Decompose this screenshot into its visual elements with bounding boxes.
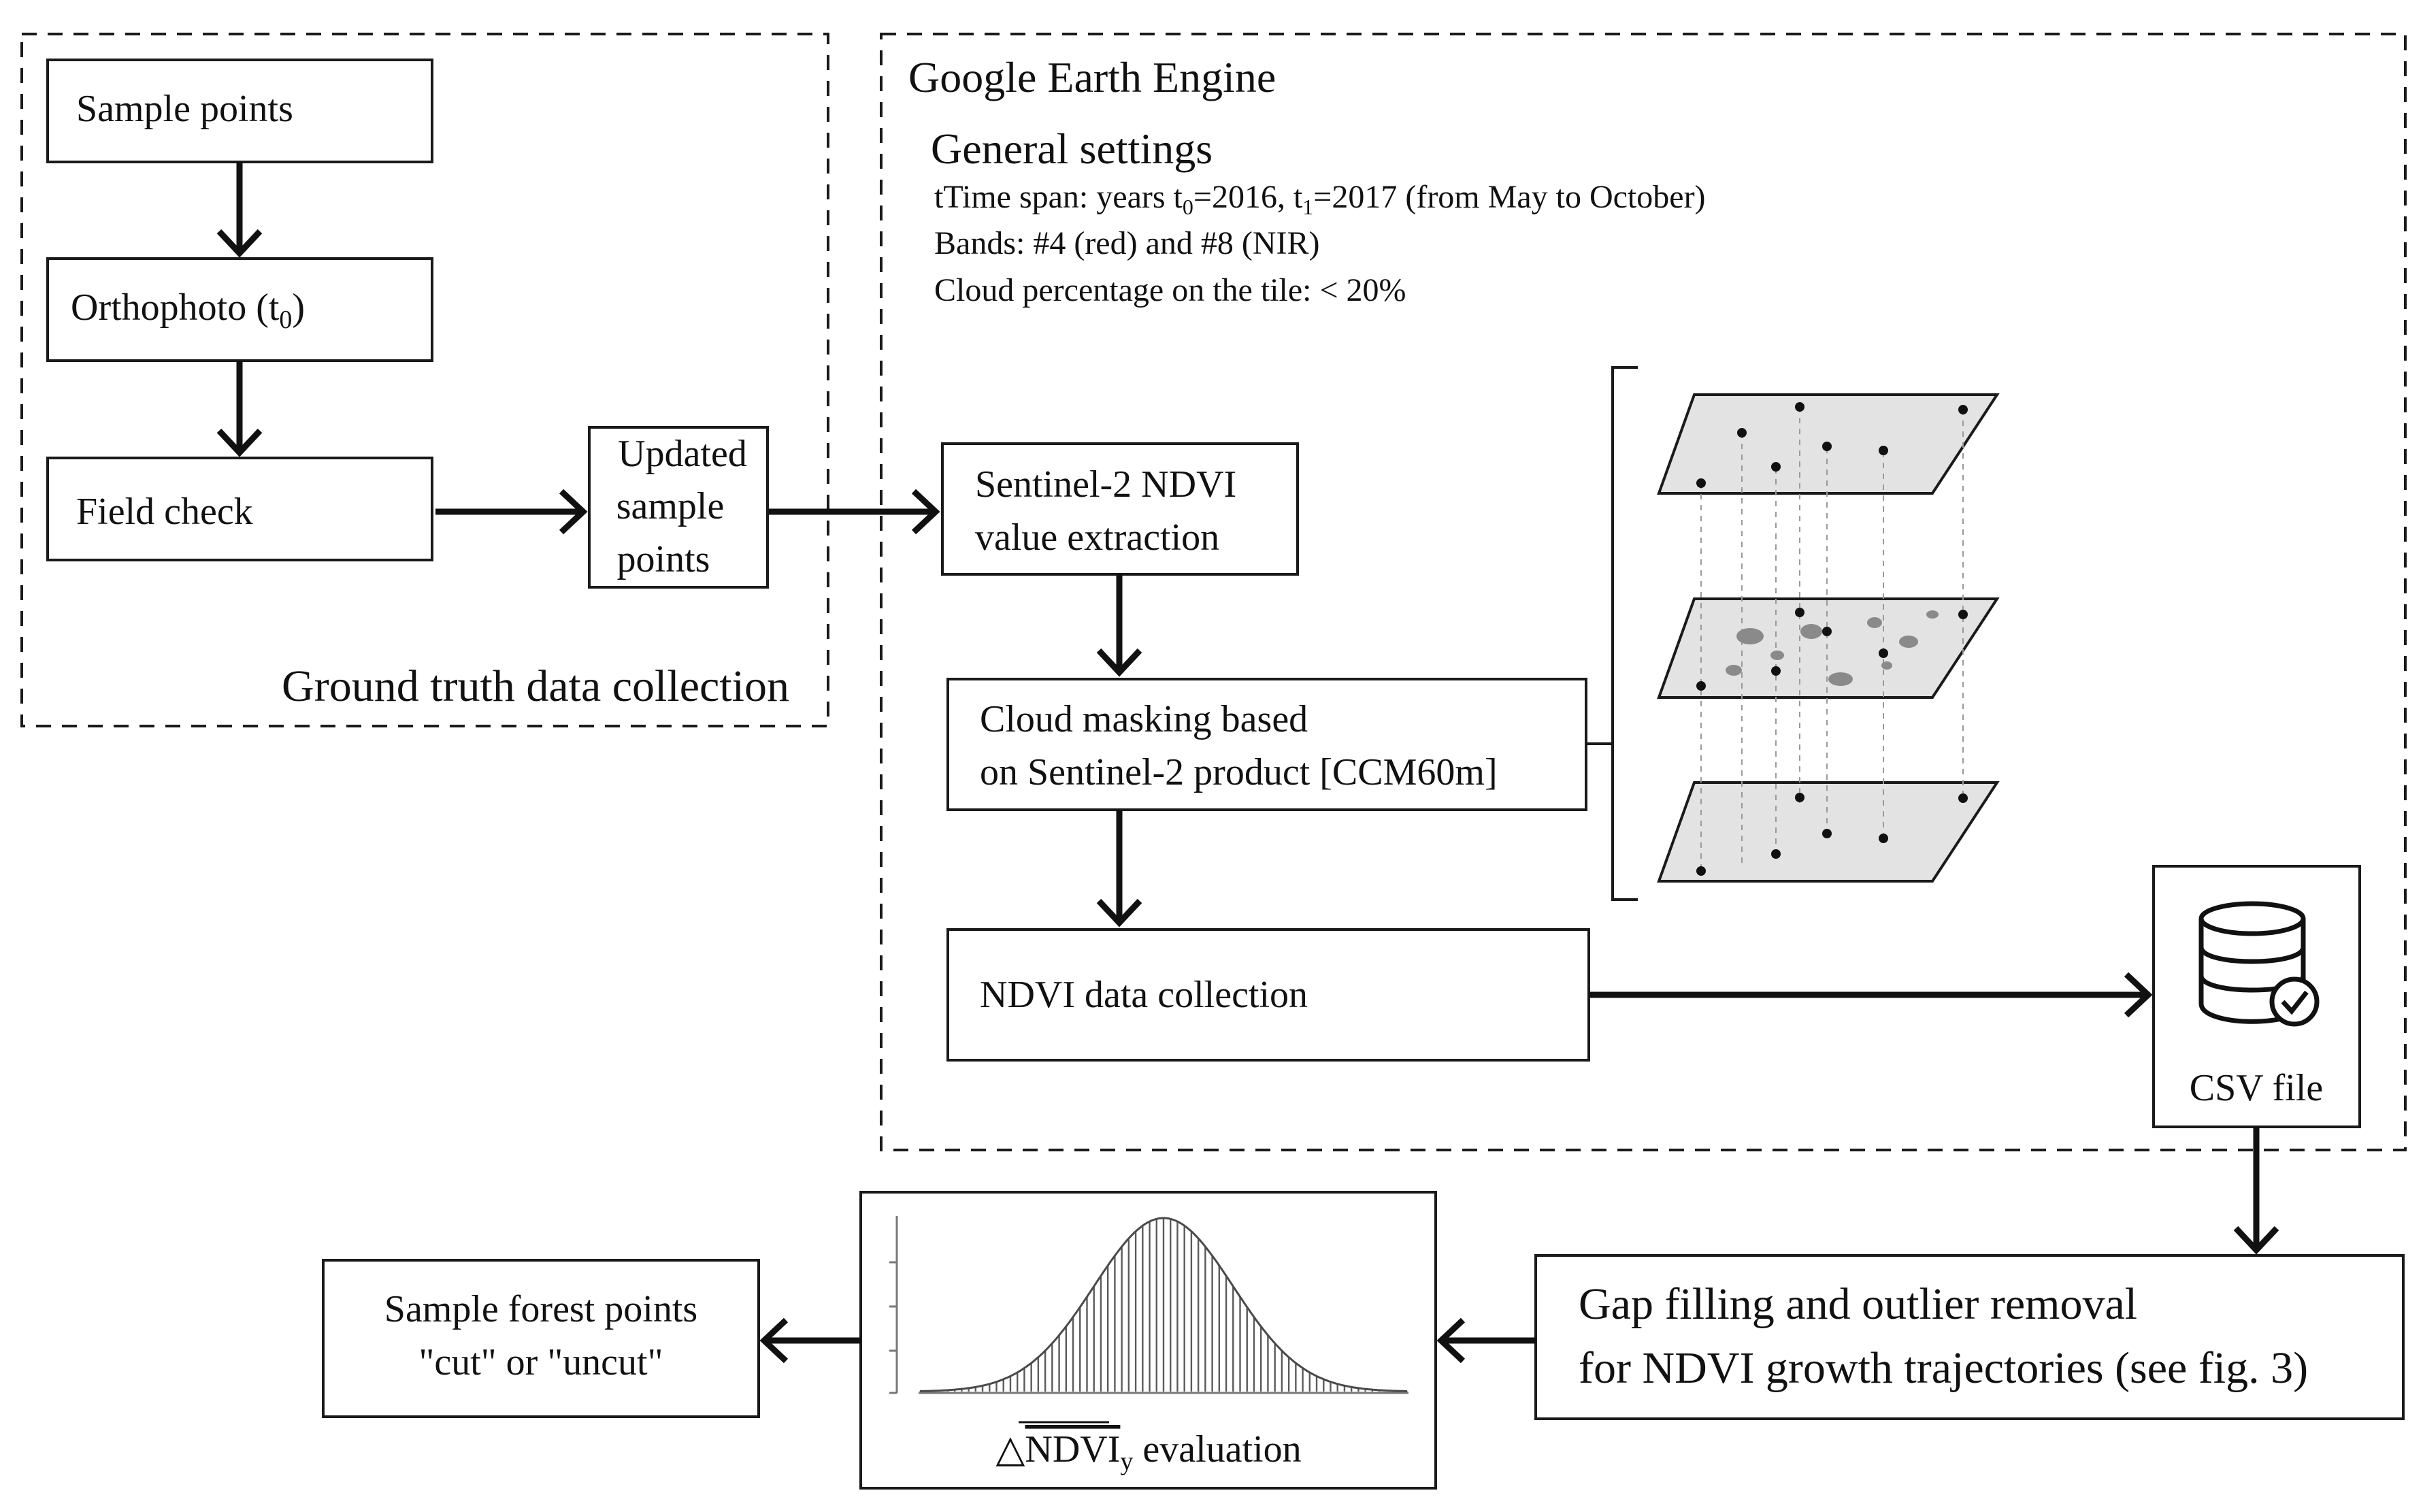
arrow-csv-to-gapfilling [2233,1127,2279,1255]
arrow-updated-to-extraction [769,489,940,535]
time-span-sub-1: 1 [1302,195,1313,219]
csv-file-text: CSV file [2190,1067,2324,1109]
ndvi-data-collection-box [946,928,1590,1062]
time-span-sub-0: 0 [1183,195,1193,219]
time-span-a: tTime span: years t [934,179,1183,215]
sample-points-text: Sample points [76,88,293,130]
orthophoto-close: ) [292,286,305,329]
updated-line-3: points [617,538,710,580]
csv-file-box [2152,865,2361,1128]
ndvi-overlined: NDVI [1025,1428,1120,1470]
arrow-evaluation-to-final [759,1317,861,1364]
orthophoto-label: Orthophoto (t [71,286,280,329]
satellite-tile-stack [1657,393,2000,883]
orthophoto-subscript: 0 [279,306,292,334]
evaluation-caption: △NDVIy evaluation [995,1428,1301,1476]
ground-truth-group [20,33,829,727]
gee-group [880,33,2407,1151]
extraction-line-1: Sentinel-2 NDVI [975,463,1236,506]
cloud-blobs [1726,610,1939,686]
masking-line-1: Cloud masking based [980,698,1308,740]
sample-dots [1696,402,1968,876]
orthophoto-box [46,257,433,362]
tile-connector-lines [1700,407,1964,874]
ndvi-data-collection-text: NDVI data collection [980,974,1308,1016]
time-span-c: =2017 (from May to October) [1313,179,1705,215]
final-line-1: Sample forest points [384,1288,697,1330]
sample-points-box [46,59,433,163]
histogram-bell-curve [889,1216,1408,1394]
arrow-gapfilling-to-evaluation [1436,1317,1536,1364]
extraction-line-2: value extraction [975,516,1219,559]
delta-symbol: △ [995,1428,1025,1470]
cloud-masking-box [946,678,1587,811]
gee-label: Google Earth Engine [908,53,1276,101]
bands-text: Bands: #4 (red) and #8 (NIR) [934,225,1320,261]
general-settings-heading: General settings [931,125,1213,173]
ndvi-evaluation-box [859,1191,1437,1490]
field-check-text: Field check [76,491,253,533]
masking-line-2: on Sentinel-2 product [CCM60m] [980,751,1498,793]
ndvi-extraction-box [941,442,1299,576]
updated-line-1: Updated [618,433,747,475]
gap-filling-line-2: for NDVI growth trajectories (see fig. 3… [1579,1343,2308,1393]
cloud-percentage-text: Cloud percentage on the tile: < 20% [934,272,1406,308]
sample-forest-points-box [322,1259,760,1418]
arrow-fieldcheck-to-updated [435,489,588,535]
arrow-orthophoto-to-fieldcheck [216,361,263,457]
time-span-text: tTime span: years t0=2016, t1=2017 (from… [934,179,1706,219]
time-span-b: =2016, t [1193,179,1303,215]
final-line-2: "cut" or "uncut" [419,1341,663,1383]
field-check-box [46,457,433,561]
tile-middle [1657,597,2000,699]
updated-sample-points-box [588,426,769,589]
arrow-sample-to-orthophoto [216,162,263,258]
evaluation-word: evaluation [1133,1428,1301,1470]
database-check-icon [2198,901,2320,1027]
arrow-extraction-to-masking [1096,574,1142,677]
gap-filling-line-1: Gap filling and outlier removal [1579,1279,2137,1329]
updated-line-2: sample [616,485,725,527]
evaluation-subscript: y [1120,1447,1133,1476]
ground-truth-label: Ground truth data collection [282,661,789,711]
arrow-collection-to-csv [1589,972,2153,1018]
arrow-masking-to-collection [1096,810,1142,927]
histogram-outline [920,1217,1407,1392]
orthophoto-text: Orthophoto (t0) [71,286,305,334]
gap-filling-box [1534,1254,2405,1420]
tile-bracket [1586,366,1638,901]
